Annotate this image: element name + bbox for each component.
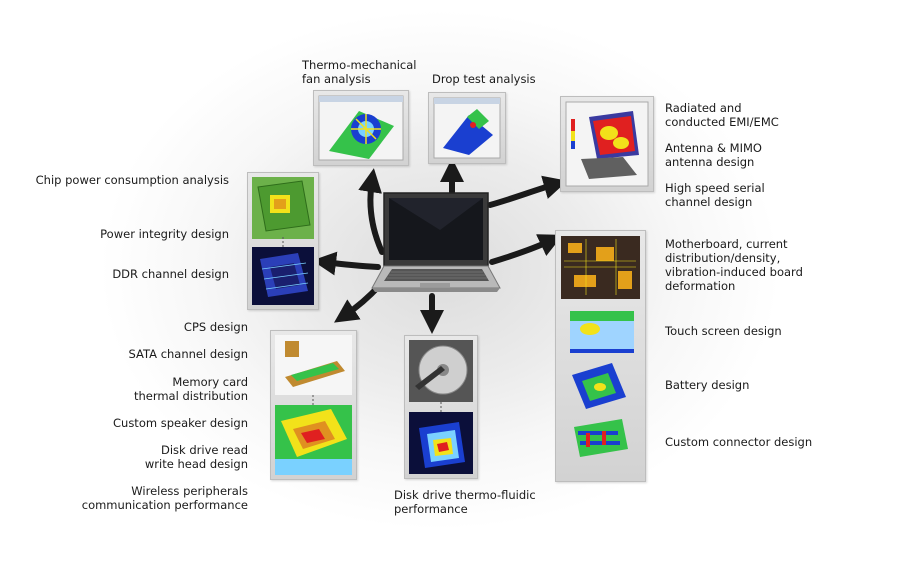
drop-test-panel (428, 92, 506, 164)
disk-drive-thumbnails (409, 340, 473, 474)
arrow-to-fan-analysis (358, 168, 385, 255)
label-drop-test-analysis: Drop test analysis (432, 72, 536, 86)
drop-test-thumbnail (433, 97, 501, 159)
label-custom-speaker: Custom speaker design (113, 416, 248, 430)
arrow-to-ddr (312, 251, 381, 276)
arrow-to-motherboard (489, 234, 563, 265)
memory-card-thumbnails (275, 335, 352, 475)
motherboard-panel (555, 230, 646, 482)
label-disk-drive-head: Disk drive read write head design (144, 443, 248, 471)
fan-simulation-thumbnail (318, 95, 404, 161)
label-antenna-mimo: Antenna & MIMO antenna design (665, 141, 762, 169)
label-touch-screen: Touch screen design (665, 324, 782, 338)
label-cps-design: CPS design (183, 320, 248, 334)
cps-panel (270, 330, 357, 480)
label-power-integrity: Power integrity design (100, 227, 229, 241)
fan-analysis-panel (313, 90, 409, 166)
label-motherboard: Motherboard, current distribution/densit… (665, 237, 803, 293)
label-chip-power-consumption: Chip power consumption analysis (35, 173, 229, 187)
label-thermo-mechanical-fan-analysis: Thermo-mechanical fan analysis (302, 58, 417, 86)
emi-panel (560, 96, 654, 192)
motherboard-thumbnails (561, 236, 640, 457)
arrow-to-emi (487, 175, 568, 208)
label-sata-channel: SATA channel design (128, 347, 248, 361)
label-memory-card: Memory card thermal distribution (133, 375, 248, 403)
emi-laptop-thumbnail (565, 101, 649, 187)
chip-power-panel (247, 172, 319, 310)
label-custom-connector: Custom connector design (665, 435, 813, 449)
label-emi-emc: Radiated and conducted EMI/EMC (665, 101, 779, 129)
disk-drive-panel (404, 335, 478, 479)
chip-package-thumbnail (252, 177, 314, 305)
label-wireless-peripherals: Wireless peripherals communication perfo… (81, 484, 248, 512)
label-high-speed-serial: High speed serial channel design (665, 181, 765, 209)
label-ddr-channel: DDR channel design (112, 267, 229, 281)
label-disk-drive-thermo-fluidic: Disk drive thermo-fluidic performance (394, 488, 536, 516)
label-battery: Battery design (665, 378, 750, 392)
